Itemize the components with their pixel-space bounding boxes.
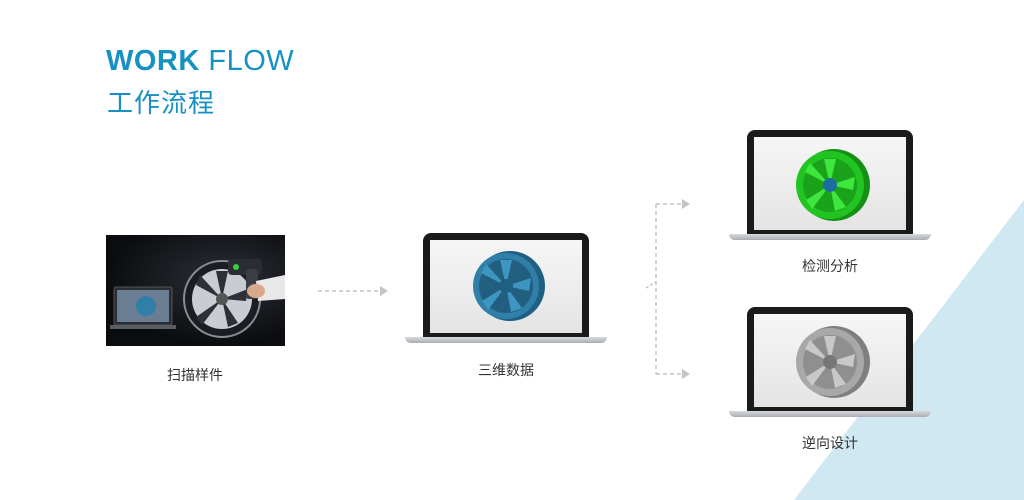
arrow-right-icon: [318, 286, 388, 296]
laptop-base: [405, 337, 607, 343]
laptop-screen-frame: [747, 307, 913, 411]
step-label-inspection: 检测分析: [802, 259, 858, 275]
wheel-gray-icon: [796, 326, 870, 398]
laptop-base: [729, 234, 931, 240]
page-title-cn: 工作流程: [107, 89, 216, 119]
title-en-bold: WORK: [106, 45, 200, 77]
laptop-3d-data: [423, 233, 589, 337]
scan-sample-photo: [106, 235, 285, 346]
laptop-screen-frame: [747, 130, 913, 234]
step-label-3d-data: 三维数据: [478, 363, 534, 379]
laptop-screen: [754, 314, 906, 407]
branch-arrow-icon: [645, 199, 690, 379]
page-title-en: WORK FLOW: [106, 47, 294, 76]
step-label-scan: 扫描样件: [167, 368, 223, 384]
title-en-light: FLOW: [208, 45, 295, 77]
laptop-screen-frame: [423, 233, 589, 337]
scan-scene-illustration: [110, 259, 285, 338]
wheel-blue-icon: [473, 251, 545, 321]
step-label-reverse-design: 逆向设计: [802, 436, 858, 452]
laptop-base: [729, 411, 931, 417]
laptop-screen: [754, 137, 906, 230]
laptop-reverse-design: [747, 307, 913, 411]
laptop-screen: [430, 240, 582, 333]
laptop-inspection: [747, 130, 913, 234]
wheel-green-icon: [796, 149, 870, 221]
